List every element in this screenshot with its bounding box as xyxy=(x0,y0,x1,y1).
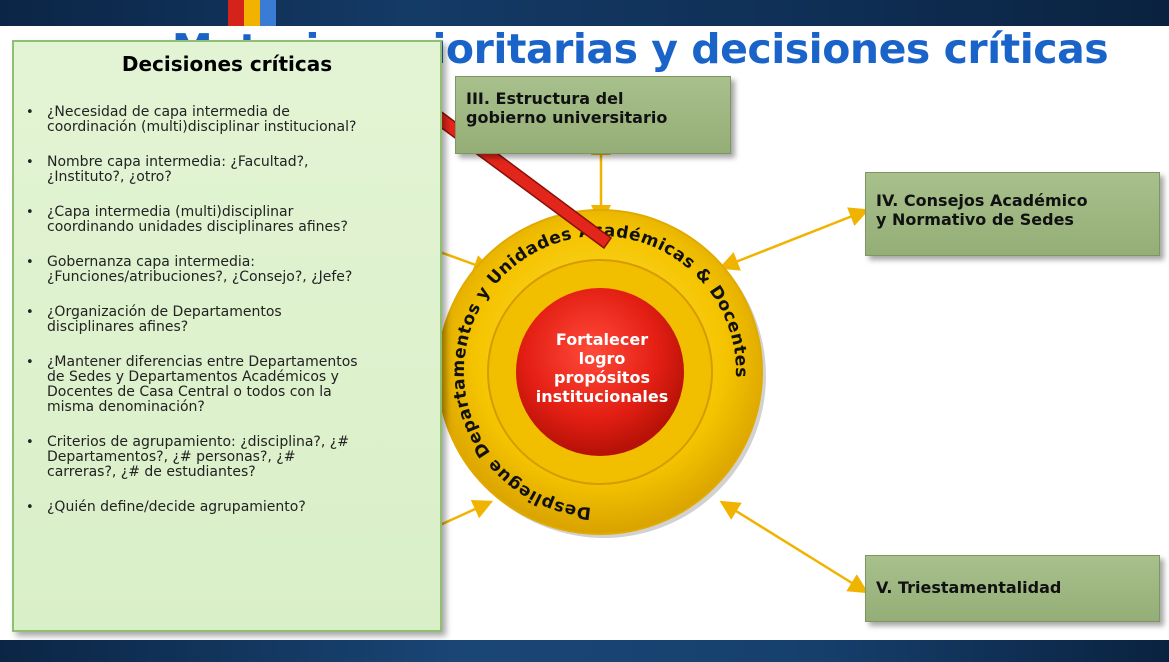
banner-accent-yellow xyxy=(244,0,260,26)
panel-title: Decisiones críticas xyxy=(121,52,333,76)
bullet: • xyxy=(26,500,34,515)
list-item: • Criterios de agrupamiento: ¿disciplina?… xyxy=(26,435,431,480)
list-item: • Nombre capa intermedia: ¿Facultad?, ¿In… xyxy=(26,155,431,185)
banner-accent-red xyxy=(228,0,244,26)
connector-iv xyxy=(718,207,870,271)
list-item: • ¿Quién define/decide agrupamiento? xyxy=(26,499,431,516)
bottom-banner xyxy=(0,640,1169,662)
list-item: • ¿Necesidad de capa intermedia de coordi… xyxy=(26,105,431,135)
box-estructura-gobierno: III. Estructura del gobierno universitar… xyxy=(455,76,731,154)
bullet: • xyxy=(26,155,34,170)
connector-left-lower xyxy=(439,500,494,527)
box-triestamentalidad: V. Triestamentalidad xyxy=(865,555,1160,622)
connector-v xyxy=(719,500,869,594)
item-text: Criterios de agrupamiento: ¿disciplina?,… xyxy=(47,434,349,480)
bullet: • xyxy=(26,355,34,370)
bullet: • xyxy=(26,255,34,270)
top-banner xyxy=(0,0,1169,26)
item-text: ¿Capa intermedia (multi)disciplinar coor… xyxy=(47,204,348,235)
box-consejos: IV. Consejos Académico y Normativo de Se… xyxy=(865,172,1160,256)
box-iv-label: IV. Consejos Académico y Normativo de Se… xyxy=(876,191,1088,229)
bullet: • xyxy=(26,205,34,220)
list-item: • ¿Organización de Departamentos discipli… xyxy=(26,305,431,335)
item-text: ¿Mantener diferencias entre Departamento… xyxy=(47,354,358,415)
core-text: Fortalecer logro propósitos instituciona… xyxy=(535,330,669,406)
banner-accent-blue xyxy=(260,0,276,26)
core-circle xyxy=(516,288,684,456)
list-item: • ¿Mantener diferencias entre Departament… xyxy=(26,355,431,415)
item-text: ¿Organización de Departamentos disciplin… xyxy=(47,304,282,335)
item-text: ¿Necesidad de capa intermedia de coordin… xyxy=(47,104,357,135)
connector-left-upper xyxy=(439,250,494,274)
list-item: • Gobernanza capa intermedia: ¿Funciones/… xyxy=(26,255,431,285)
box-iii-label: III. Estructura del gobierno universitar… xyxy=(466,89,668,127)
item-text: Nombre capa intermedia: ¿Facultad?, ¿Ins… xyxy=(47,154,309,185)
item-text: Gobernanza capa intermedia: ¿Funciones/a… xyxy=(47,254,353,285)
bullet: • xyxy=(26,105,34,120)
box-v-label: V. Triestamentalidad xyxy=(876,578,1062,597)
decisions-panel: Decisiones críticas • ¿Necesidad de capa … xyxy=(12,40,442,632)
item-text: ¿Quién define/decide agrupamiento? xyxy=(47,499,306,515)
decisions-list: • ¿Necesidad de capa intermedia de coordi… xyxy=(26,105,431,535)
bullet: • xyxy=(26,435,34,450)
bullet: • xyxy=(26,305,34,320)
list-item: • ¿Capa intermedia (multi)disciplinar coo… xyxy=(26,205,431,235)
